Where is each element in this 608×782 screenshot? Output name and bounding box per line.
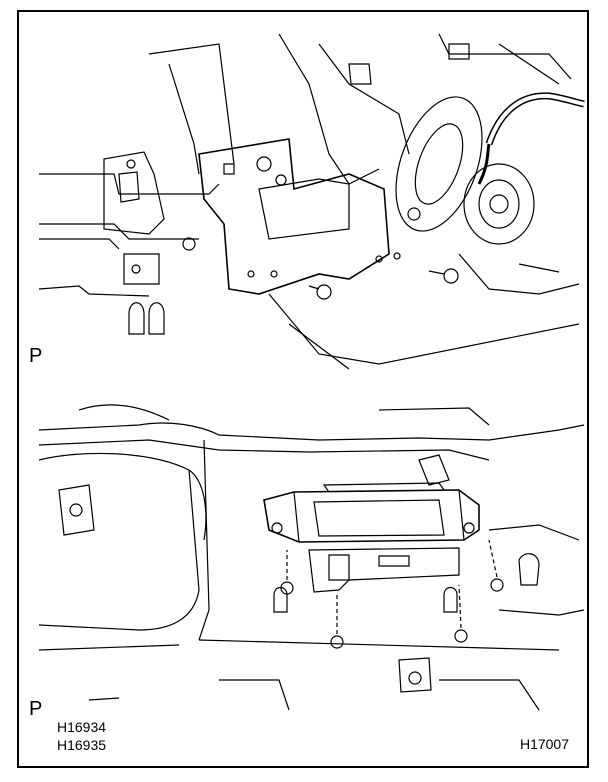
top-view-marker: P <box>29 345 43 367</box>
bottom-illustration <box>19 380 587 720</box>
top-illustration <box>19 24 587 374</box>
bottom-view-marker: P <box>29 698 43 720</box>
figure-code-2: H16935 <box>57 737 107 753</box>
illustration-frame: P P H16934 H16935 H17007 <box>17 10 589 768</box>
figure-codes-left: H16934 H16935 <box>57 718 106 754</box>
figure-code-right: H17007 <box>519 736 569 752</box>
figure-code-1: H16934 <box>57 719 107 735</box>
top-illustration-drawing <box>19 24 587 374</box>
bottom-illustration-drawing <box>19 380 587 720</box>
